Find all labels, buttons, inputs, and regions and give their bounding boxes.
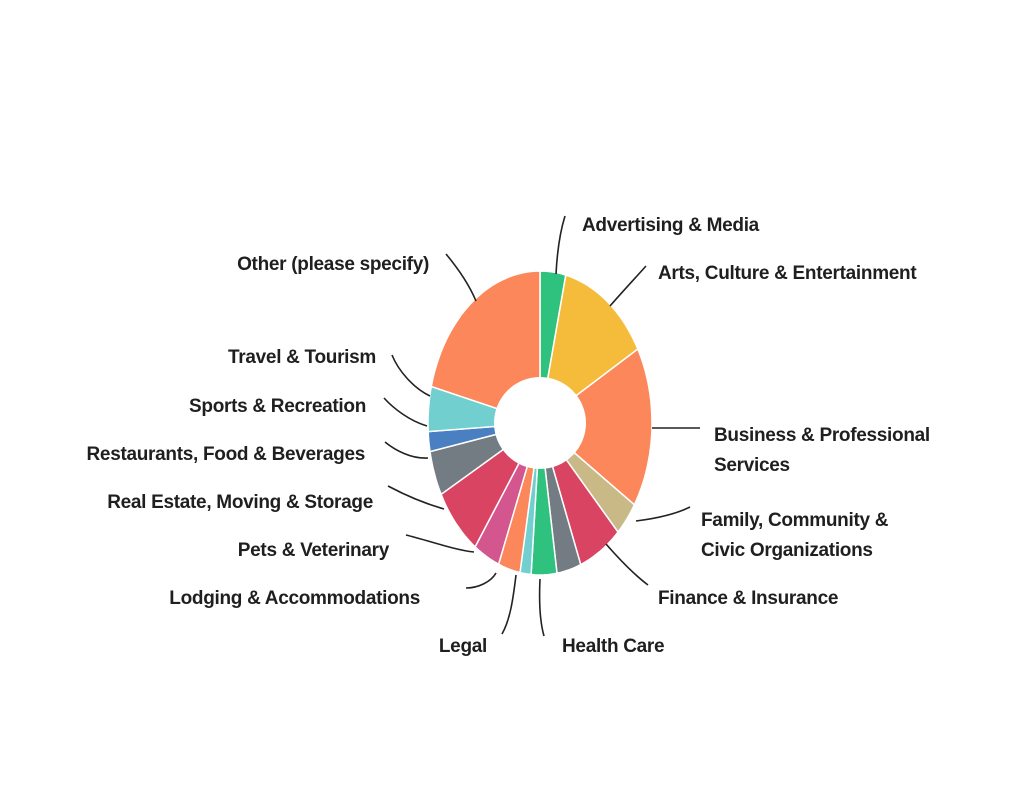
slice-label-lodging-and-accommodations: Lodging & Accommodations bbox=[169, 588, 420, 609]
slice-label-health-care: Health Care bbox=[562, 636, 664, 657]
leader-line-health-care bbox=[538, 578, 545, 637]
slice-label-real-estate-moving-and-storage: Real Estate, Moving & Storage bbox=[107, 492, 373, 513]
leader-line-advertising-and-media bbox=[555, 215, 566, 275]
leader-line-real-estate-moving-and-storage bbox=[387, 485, 445, 510]
slice-business-and-professional-services bbox=[538, 347, 653, 507]
donut-hole bbox=[494, 377, 586, 469]
leader-line-pets-and-veterinary bbox=[405, 534, 475, 553]
slice-label-finance-and-insurance: Finance & Insurance bbox=[658, 588, 838, 609]
slice-label-restaurants-food-and-beverages: Restaurants, Food & Beverages bbox=[87, 444, 366, 465]
slice-label-other-please-specify: Other (please specify) bbox=[237, 254, 429, 275]
slice-label-travel-and-tourism: Travel & Tourism bbox=[228, 347, 376, 368]
leader-line-finance-and-insurance bbox=[605, 543, 649, 586]
leader-line-other-please-specify bbox=[445, 253, 477, 302]
slice-legal bbox=[530, 422, 558, 576]
leader-line-restaurants-food-and-beverages bbox=[384, 441, 429, 459]
slice-label-sports-and-recreation: Sports & Recreation bbox=[189, 396, 366, 417]
leader-line-group bbox=[383, 215, 700, 637]
leader-line-lodging-and-accommodations bbox=[465, 572, 497, 589]
leader-line-family-community-and-civic-organizations bbox=[635, 506, 691, 522]
leader-line-legal bbox=[501, 574, 517, 635]
slice-label-family-community-and-civic-organizations: Family, Community &Civic Organizations bbox=[701, 510, 889, 561]
slice-label-advertising-and-media: Advertising & Media bbox=[582, 215, 760, 236]
leader-line-arts-culture-and-entertainment bbox=[609, 265, 647, 307]
leader-line-sports-and-recreation bbox=[383, 397, 428, 427]
slice-label-legal: Legal bbox=[439, 636, 487, 657]
leader-line-travel-and-tourism bbox=[391, 354, 431, 397]
slice-label-pets-and-veterinary: Pets & Veterinary bbox=[238, 540, 390, 561]
slice-label-arts-culture-and-entertainment: Arts, Culture & Entertainment bbox=[658, 263, 917, 284]
slice-unlabeled bbox=[430, 270, 541, 425]
